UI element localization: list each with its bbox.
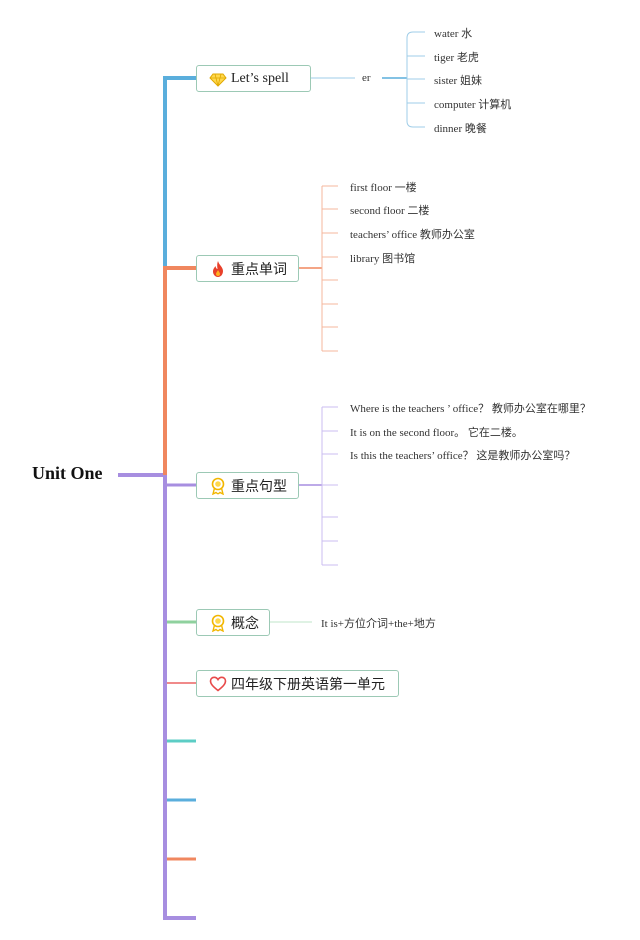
diamond-icon: [209, 70, 227, 88]
leaf-item[interactable]: It is on the second floor。 它在二楼。: [350, 427, 523, 439]
fire-icon: [209, 260, 227, 278]
leaf-item[interactable]: sister 姐妹: [434, 75, 482, 87]
leaf-item[interactable]: second floor 二楼: [350, 205, 430, 217]
leaf-item[interactable]: first floor 一楼: [350, 182, 417, 194]
leaf-item[interactable]: tiger 老虎: [434, 52, 479, 64]
branch-key-words[interactable]: 重点单词: [196, 255, 299, 282]
leaf-item[interactable]: Is this the teachers’ office？ 这是教师办公室吗？: [350, 450, 576, 462]
leaf-item[interactable]: library 图书馆: [350, 253, 416, 265]
leaf-item[interactable]: Where is the teachers ’ office？ 教师办公室在哪里…: [350, 403, 591, 415]
award-icon: [209, 614, 227, 632]
award-icon: [209, 477, 227, 495]
leaf-item[interactable]: dinner 晚餐: [434, 123, 487, 135]
branch-grade-unit[interactable]: 四年级下册英语第一单元: [196, 670, 399, 697]
branch-key-sentences[interactable]: 重点句型: [196, 472, 299, 499]
leaf-item[interactable]: water 水: [434, 28, 473, 40]
leaf-item[interactable]: computer 计算机: [434, 99, 512, 111]
branch-lets-spell[interactable]: Let’s spell: [196, 65, 311, 92]
leaf-item[interactable]: teachers’ office 教师办公室: [350, 229, 475, 241]
root-topic[interactable]: Unit One: [32, 463, 103, 483]
branch-concept[interactable]: 概念: [196, 609, 270, 636]
heart-icon: [209, 675, 227, 693]
leaf-item[interactable]: It is+方位介词+the+地方: [321, 618, 436, 630]
sub-topic-er[interactable]: er: [362, 72, 371, 84]
branch-label: 重点单词: [231, 261, 287, 278]
branch-label: 四年级下册英语第一单元: [231, 676, 385, 693]
branch-label: Let’s spell: [231, 70, 289, 86]
branch-label: 概念: [231, 615, 259, 632]
branch-label: 重点句型: [231, 478, 287, 495]
